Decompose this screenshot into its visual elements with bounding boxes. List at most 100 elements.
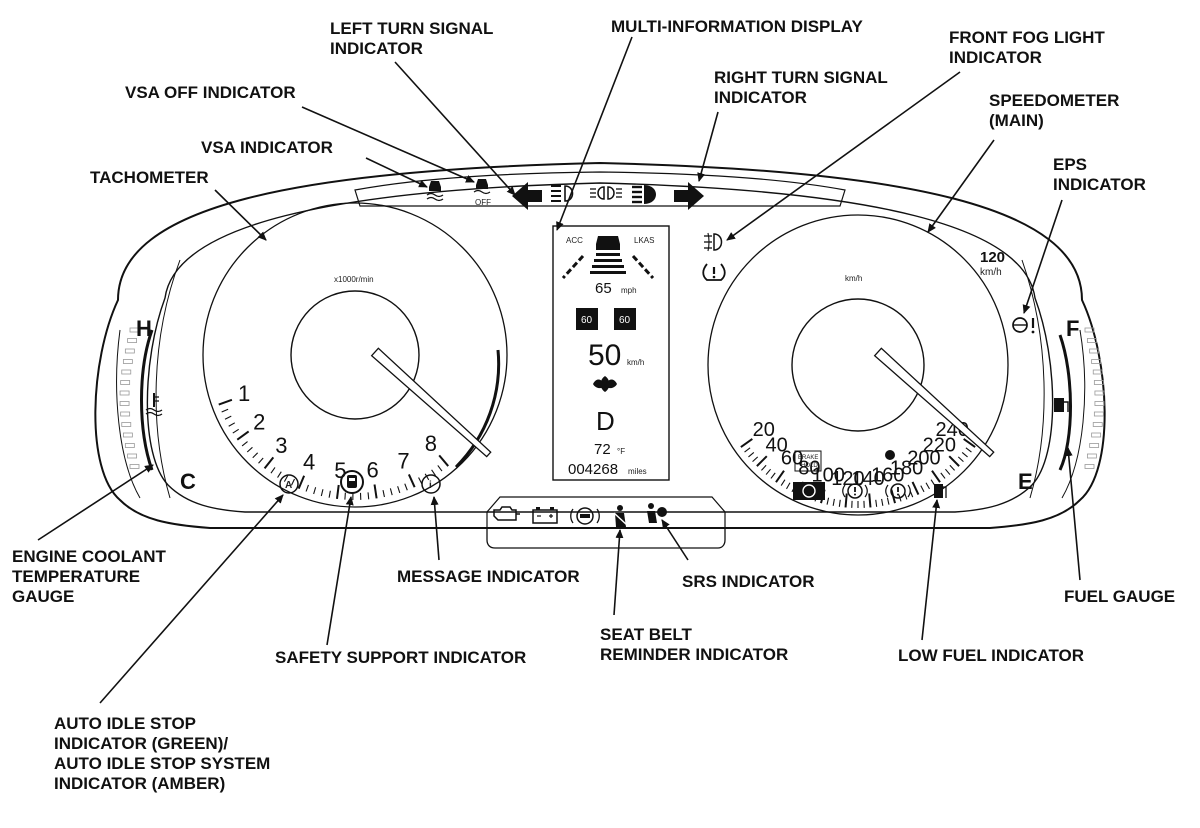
seat-belt-reminder-icon (613, 505, 628, 527)
label-left-turn-signal: LEFT TURN SIGNAL INDICATOR (330, 19, 498, 58)
current-speed-unit: km/h (627, 358, 644, 367)
tach-tick (389, 488, 393, 496)
temp-high-label: H (136, 316, 152, 341)
tach-tick (258, 457, 264, 464)
speed-label: 180 (890, 458, 923, 480)
right-turn-signal-icon (674, 182, 704, 210)
secondary-speed-unit: km/h (980, 267, 1002, 278)
fuel-segment (1089, 443, 1100, 448)
speed-tick (920, 485, 925, 493)
safety-support-icon (340, 470, 364, 494)
lkas-label: LKAS (634, 236, 654, 245)
tach-tick (328, 490, 331, 498)
fuel-segment (1094, 390, 1105, 396)
speed-label: 20 (753, 419, 775, 441)
tach-label: 3 (275, 433, 287, 458)
check-engine-icon (493, 506, 520, 521)
speed-tick (838, 499, 841, 507)
tach-tick (221, 408, 229, 413)
fuel-pump-icon (1054, 398, 1069, 412)
label-auto-idle-stop: AUTO IDLE STOP INDICATOR (GREEN)/ AUTO I… (54, 714, 275, 793)
tach-tick (438, 454, 449, 467)
temp-segment (122, 432, 133, 438)
speed-tick (944, 468, 951, 475)
tach-label: 7 (397, 448, 409, 473)
fuel-segment (1084, 464, 1095, 469)
speed-tick (931, 470, 941, 483)
fuel-gauge: F E (1018, 316, 1105, 494)
left-turn-signal-icon (512, 182, 542, 210)
fuel-segment (1089, 348, 1100, 354)
temp-segment (129, 327, 140, 333)
speed-tick (765, 468, 772, 475)
label-seat-belt: SEAT BELT REMINDER INDICATOR (600, 625, 788, 664)
speed-tick (925, 482, 930, 490)
temp-low-label: C (180, 469, 196, 494)
speed-label: 80 (798, 458, 820, 480)
label-speedometer: SPEEDOMETER (MAIN) (989, 91, 1124, 130)
tach-tick (246, 446, 253, 453)
fuel-segment (1091, 432, 1102, 438)
speed-tick (881, 498, 884, 506)
vsa-icon (426, 181, 444, 202)
speed-tick (826, 497, 830, 505)
speedometer-needle (873, 347, 995, 458)
fuel-segment (1093, 380, 1104, 385)
fuel-segment (1091, 359, 1102, 364)
odometer-unit: miles (628, 467, 647, 476)
acc-label: ACC (566, 236, 583, 245)
speed-tick (786, 482, 791, 490)
temp-segment (121, 369, 132, 375)
fuel-segment (1093, 411, 1104, 417)
tach-tick (252, 452, 259, 459)
speed-tick (744, 447, 751, 453)
speed-tick (957, 456, 964, 463)
leader-lines (37, 36, 1081, 704)
tach-tick (224, 415, 232, 420)
temp-segment (120, 380, 131, 385)
fuel-segment (1086, 338, 1097, 343)
tach-tick (290, 478, 295, 486)
temp-segment (127, 453, 138, 459)
message-icon: i (421, 474, 441, 494)
tach-tick (367, 492, 370, 500)
speed-tick (949, 464, 956, 471)
temp-segment (119, 390, 130, 396)
speed-tick (868, 493, 872, 508)
current-speed-value: 50 (588, 339, 621, 372)
speed-tick (965, 447, 972, 453)
speed-tick (963, 438, 976, 448)
brake-system-icon (842, 483, 868, 499)
tach-tick (424, 473, 430, 481)
auto-idle-stop-letter: A (285, 480, 292, 491)
srs-airbag-icon (647, 503, 667, 523)
brake-warning-icon (885, 483, 911, 499)
tach-tick (283, 475, 289, 482)
tach-tick (382, 490, 385, 498)
tach-tick (397, 486, 401, 494)
odometer-value: 004268 (568, 461, 618, 478)
tach-tick (270, 467, 276, 474)
high-beam-icon (632, 185, 656, 204)
lane-car-icon (561, 236, 655, 280)
speed-label: 60 (781, 447, 803, 469)
temp-segment (124, 443, 135, 448)
callout-labels: LEFT TURN SIGNAL INDICATOR MULTI-INFORMA… (12, 17, 1175, 793)
label-right-turn-signal: RIGHT TURN SIGNAL INDICATOR (714, 68, 892, 107)
speed-label: 140 (851, 468, 884, 490)
coolant-thermometer-icon (145, 393, 163, 417)
speed-label: 160 (871, 464, 904, 486)
temp-segment (124, 348, 135, 354)
vsa-off-text: OFF (475, 198, 491, 207)
speed-tick (752, 456, 759, 463)
tach-label: 8 (425, 431, 437, 456)
speed-tick (775, 470, 785, 483)
speed-tick (948, 455, 960, 467)
tach-tick (297, 475, 306, 490)
speed-tick (886, 497, 890, 505)
tach-tick (232, 428, 240, 434)
tach-label: 6 (366, 457, 378, 482)
indicator-dot (885, 450, 895, 460)
label-low-fuel: LOW FUEL INDICATOR (898, 646, 1084, 665)
